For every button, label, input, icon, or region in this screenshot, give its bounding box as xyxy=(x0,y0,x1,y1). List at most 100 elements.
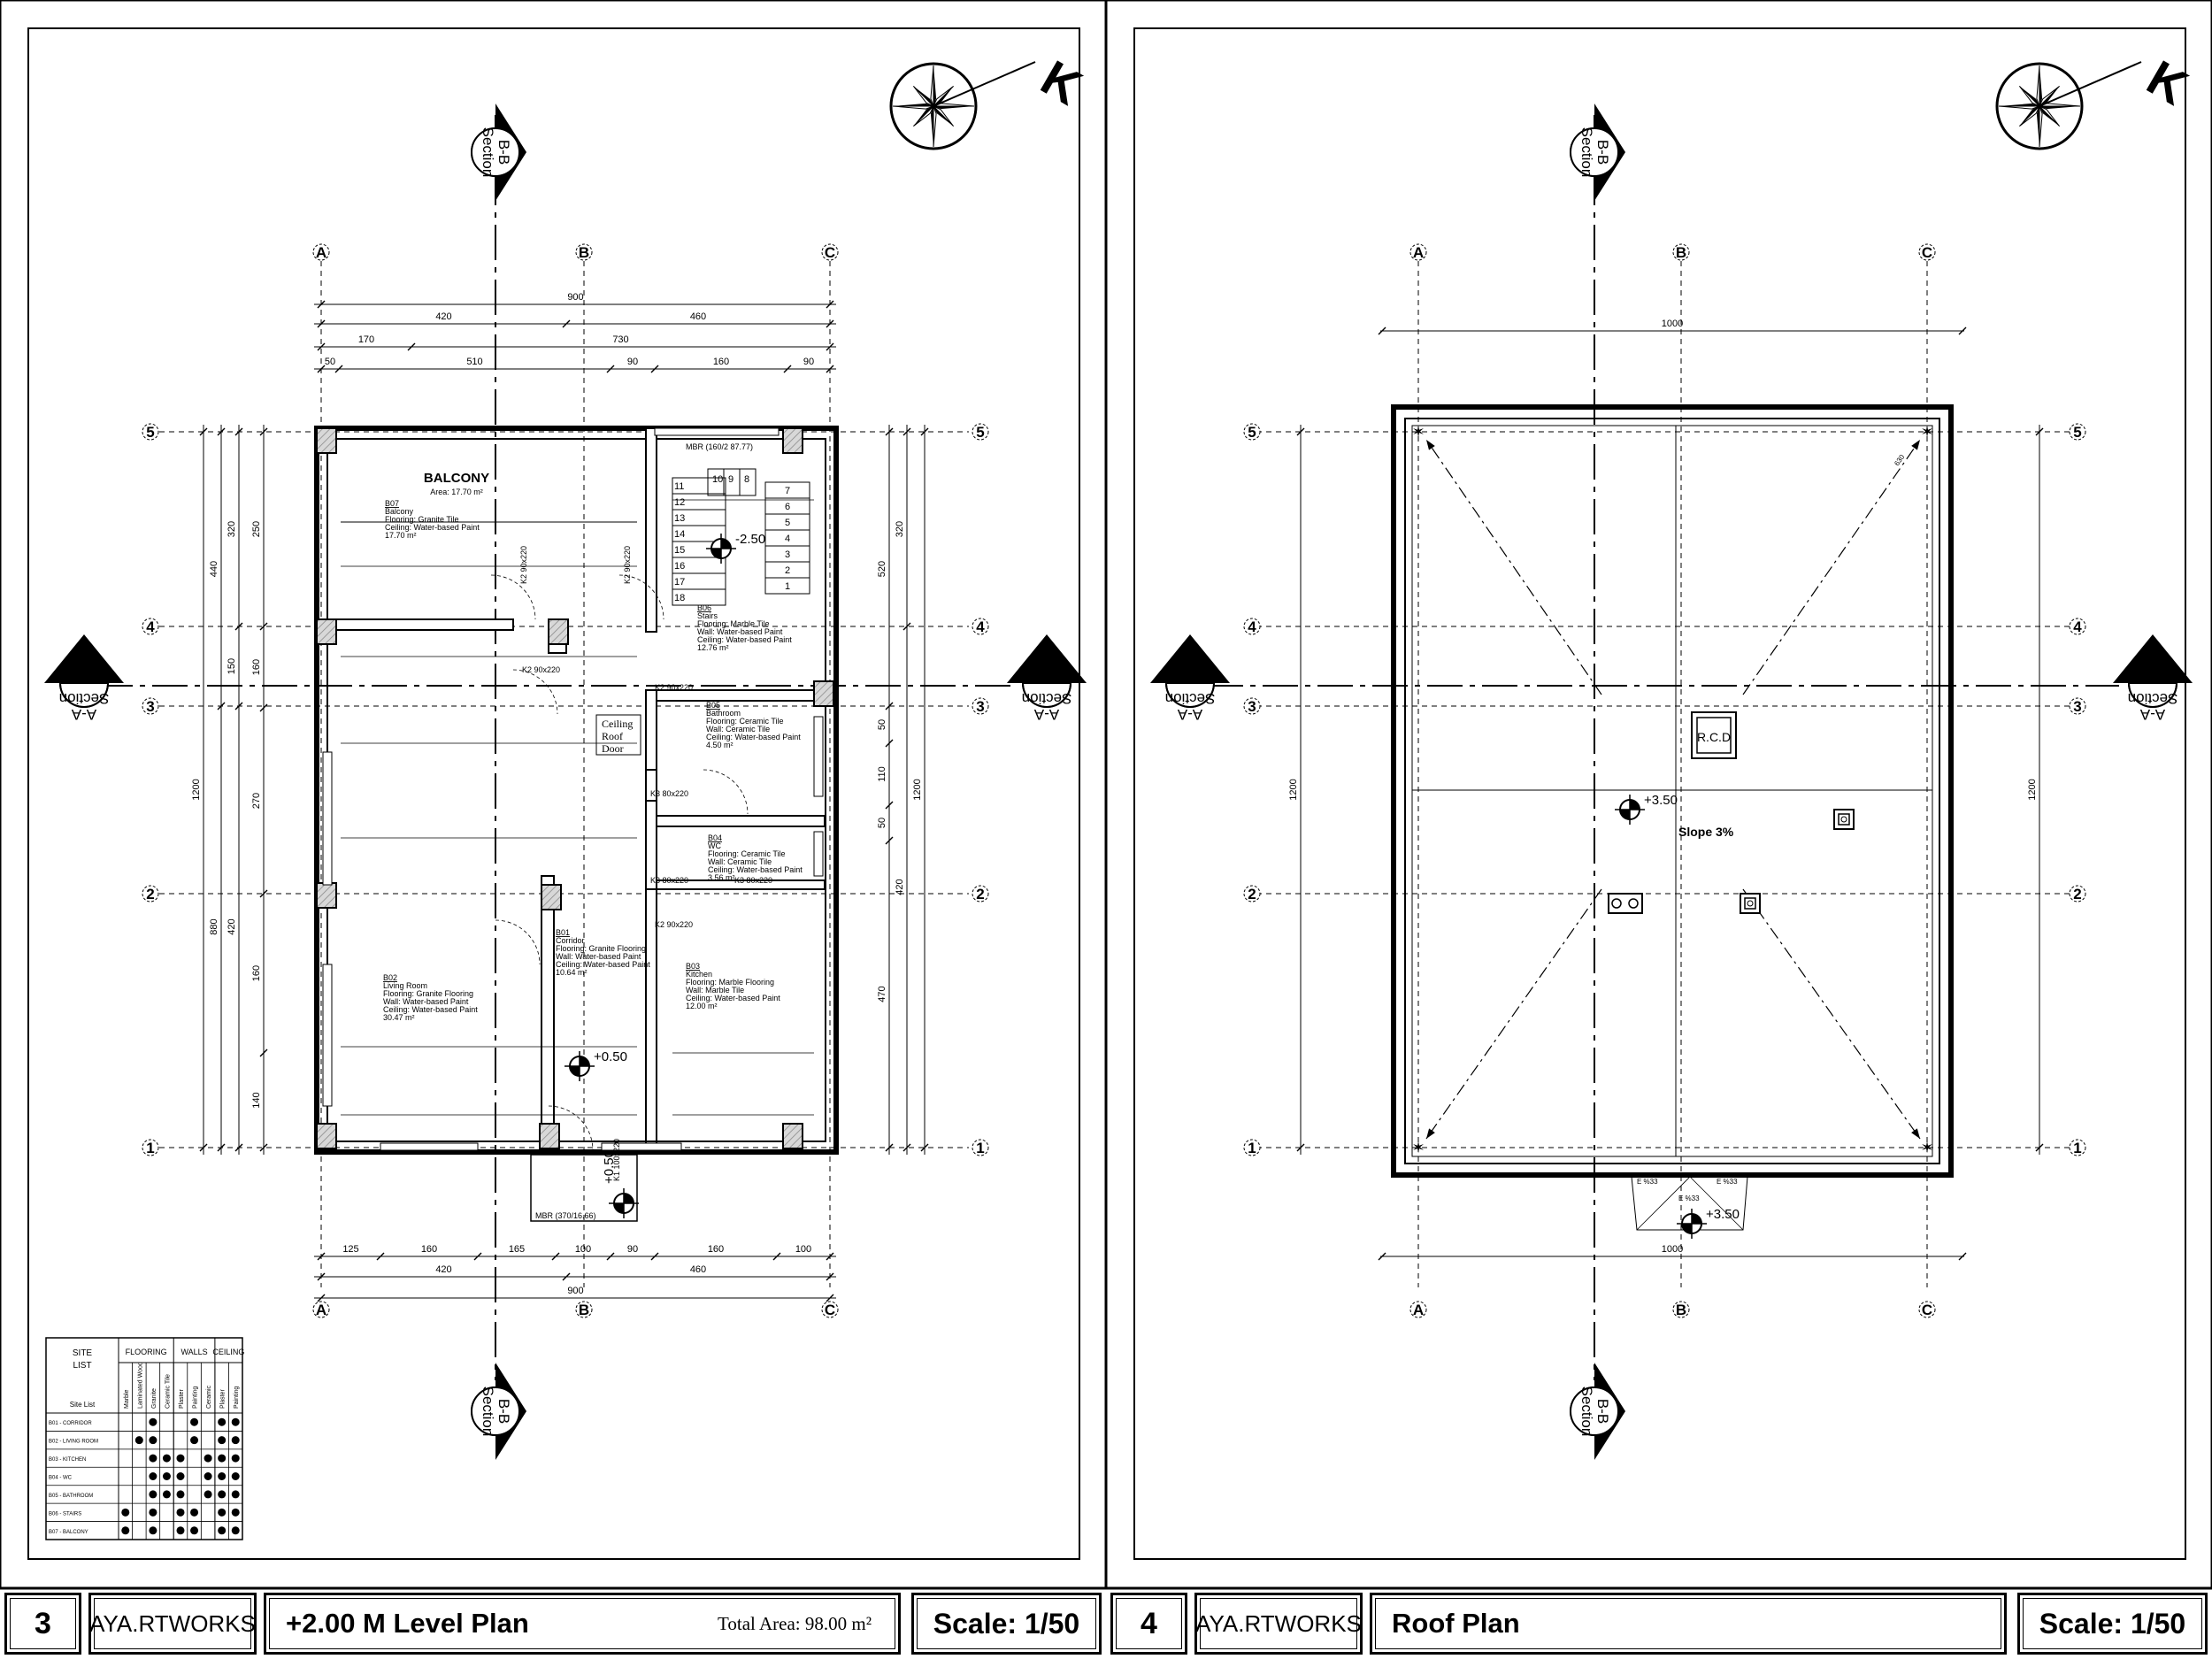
site-list-column: Painting xyxy=(234,1386,240,1409)
stair-step-number: 1 xyxy=(785,581,790,592)
site-list-column: Painting xyxy=(193,1386,199,1409)
dim-top-4-label: 90 xyxy=(627,357,638,367)
room-detail: WC xyxy=(708,841,721,850)
section-marker-bb-bottom-code: B-B xyxy=(1594,1399,1611,1424)
entry-label: E %33 xyxy=(1678,1194,1700,1202)
interior-wall xyxy=(326,618,514,631)
dim-bottom-1-label: 160 xyxy=(421,1244,437,1255)
grid-axis-1: 1 xyxy=(1248,1140,1256,1156)
dim-right-2-tick xyxy=(902,427,911,436)
window xyxy=(601,1142,682,1151)
room-code: B04 xyxy=(708,833,722,842)
section-marker-bb-bottom-face xyxy=(471,1386,520,1436)
section-marker-bb-bottom-code: B-B xyxy=(495,1399,512,1424)
slope-arrow xyxy=(1425,439,1602,695)
site-list-group: WALLS xyxy=(180,1348,207,1356)
door-swing xyxy=(495,919,541,965)
room-detail: Flooring: Ceramic Tile xyxy=(708,849,786,858)
grid-axis-2: 2 xyxy=(1248,886,1256,902)
section-marker-aa-word: Section xyxy=(2128,690,2178,707)
dim-left-4-tick xyxy=(259,1048,268,1057)
stair-step-number: 5 xyxy=(785,518,790,528)
site-list-mark xyxy=(134,1436,143,1445)
stair-step-number: 9 xyxy=(728,474,733,485)
dim-bottom-1-tick xyxy=(376,1252,385,1261)
dim-left-4-label: 140 xyxy=(251,1092,262,1108)
dim-right-2-label: 320 xyxy=(895,521,905,537)
section-marker-aa-circle xyxy=(2128,658,2177,708)
stair-tread xyxy=(739,468,757,496)
site-list-mark xyxy=(231,1417,240,1426)
grid-axis-C-circle xyxy=(1918,1301,1936,1318)
dim-bottom-1-tick xyxy=(551,1252,560,1261)
site-list-column: Ceramic Tile xyxy=(165,1374,171,1409)
north-arrow-point xyxy=(2039,106,2080,110)
door-label: K2 90x220 xyxy=(522,665,560,674)
site-list-mark xyxy=(218,1436,227,1445)
site-list-mark xyxy=(176,1508,185,1517)
site-list-mark xyxy=(176,1454,185,1463)
stair-step-number: 16 xyxy=(674,561,685,572)
north-arrow-point xyxy=(913,105,934,127)
section-marker-aa-circle xyxy=(1022,658,1071,708)
dim-right-1-tick xyxy=(885,739,894,748)
room-detail: Flooring: Ceramic Tile xyxy=(706,717,784,726)
site-list-column: Plaster xyxy=(220,1389,227,1409)
room-detail: Ceiling: Water-based Paint xyxy=(556,960,650,969)
north-arrow-point xyxy=(893,103,933,106)
drawing-frame xyxy=(1133,27,2186,1560)
dim-right-1-label: 50 xyxy=(877,719,887,730)
room-detail: Wall: Water-based Paint xyxy=(383,997,469,1006)
slope-arrow xyxy=(1425,888,1602,1140)
grid-axis-1-circle xyxy=(1243,1139,1261,1156)
grid-axis-4-circle xyxy=(2069,618,2086,635)
dim-top-1-tick xyxy=(826,300,834,309)
column xyxy=(316,427,337,454)
dim-bottom-label: 1000 xyxy=(1662,1244,1683,1255)
site-list-mark xyxy=(218,1490,227,1499)
interior-wall xyxy=(541,875,555,1142)
grid-axis-2-circle xyxy=(972,885,989,902)
drain-hole xyxy=(1840,816,1847,823)
dim-bottom-tick xyxy=(1958,1252,1967,1261)
section-marker-bb-top-code: B-B xyxy=(1594,140,1611,165)
dim-left-2-tick xyxy=(217,702,226,710)
site-list-mark xyxy=(231,1526,240,1535)
grid-axis-4-circle xyxy=(972,618,989,635)
site-list-mark xyxy=(121,1526,130,1535)
site-list-mark xyxy=(149,1454,157,1463)
grid-axis-B: B xyxy=(579,244,589,261)
roof-corner-marker: ✶ xyxy=(1411,423,1425,441)
site-list-column: Ceramic xyxy=(206,1385,212,1409)
dim-top-4-tick xyxy=(783,365,792,373)
dim-bottom-1-tick xyxy=(606,1252,615,1261)
section-marker-aa-circle xyxy=(59,658,109,708)
drain-box-inner xyxy=(1744,897,1756,910)
site-list-frame xyxy=(45,1337,243,1540)
room-detail: Kitchen xyxy=(686,970,712,979)
window xyxy=(322,751,333,886)
room-detail: 12.76 m² xyxy=(697,643,729,652)
site-list-room: B03 - KITCHEN xyxy=(49,1457,86,1463)
dim-right-1-tick xyxy=(885,1143,894,1152)
door-label: K3 80x220 xyxy=(650,876,688,885)
grid-axis-B-circle xyxy=(575,1301,593,1318)
dim-bottom-2-tick xyxy=(317,1272,326,1281)
window xyxy=(380,1142,479,1151)
scale-label: Scale: 1/50 xyxy=(933,1607,1080,1640)
dim-top-4-tick xyxy=(650,365,659,373)
dim-top-2-label: 420 xyxy=(435,311,451,322)
dim-right-tick xyxy=(2035,427,2044,436)
brand-box-3: AYA.RTWORKS xyxy=(88,1593,257,1655)
grid-axis-A-circle xyxy=(1409,1301,1427,1318)
ceiling-door-box xyxy=(595,714,641,756)
site-list-mark xyxy=(231,1508,240,1517)
grid-axis-3: 3 xyxy=(1248,698,1256,715)
scale-label: Scale: 1/50 xyxy=(2039,1607,2186,1640)
roof-parapet-outer xyxy=(1391,404,1954,1178)
dim-top-4-tick xyxy=(317,365,326,373)
ceiling-door-text: Door xyxy=(602,742,624,755)
